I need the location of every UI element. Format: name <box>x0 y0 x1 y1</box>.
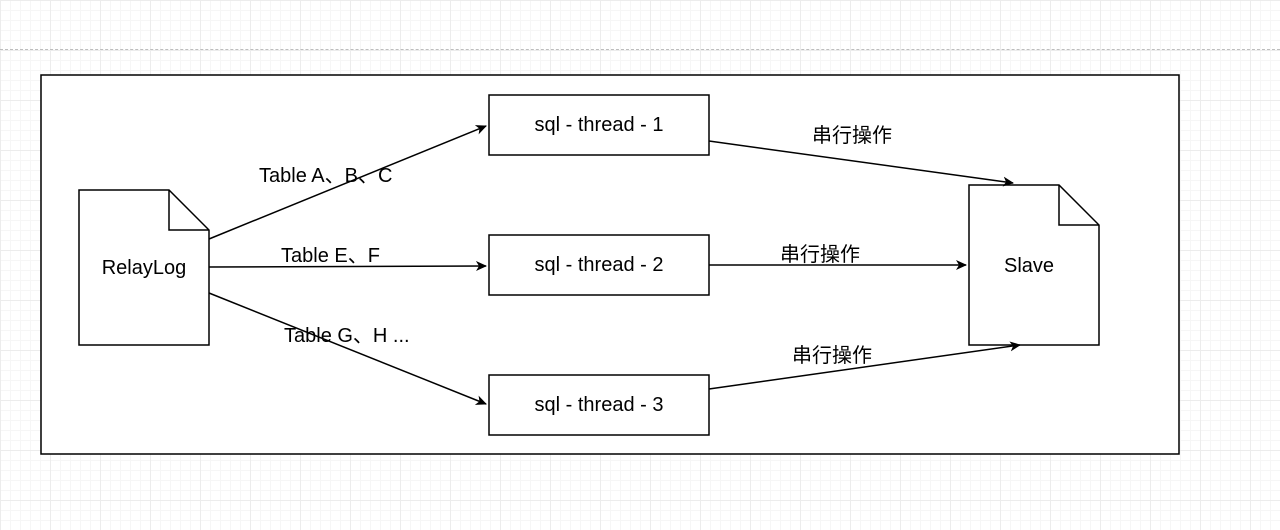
edge-label-serial-op-1: 串行操作 <box>812 125 892 147</box>
thread-2-node[interactable] <box>488 234 710 296</box>
thread-3-node[interactable] <box>488 374 710 436</box>
page-boundary-guide <box>0 49 1280 50</box>
edge-label-table-gh: Table G、H ... <box>284 325 410 347</box>
edge-label-table-abc: Table A、B、C <box>259 165 393 187</box>
relaylog-page-fold <box>168 190 209 231</box>
edge-label-table-ef: Table E、F <box>281 245 380 267</box>
slave-page-fold <box>1058 185 1099 226</box>
thread-1-node[interactable] <box>488 94 710 156</box>
edge-label-serial-op-2: 串行操作 <box>780 244 860 266</box>
slave-label: Slave <box>1003 255 1055 277</box>
edge-label-serial-op-3: 串行操作 <box>792 345 872 367</box>
relaylog-node[interactable] <box>78 189 210 346</box>
thread-2-label: sql - thread - 2 <box>534 254 664 276</box>
edge-relaylog-to-thread-3[interactable] <box>208 292 487 405</box>
thread-3-label: sql - thread - 3 <box>534 394 664 416</box>
relaylog-label: RelayLog <box>101 257 187 279</box>
edge-relaylog-to-thread-1[interactable] <box>208 125 487 240</box>
edge-thread-3-to-slave[interactable] <box>708 341 1021 390</box>
edge-thread-1-to-slave[interactable] <box>708 140 1014 187</box>
edge-relaylog-to-thread-2[interactable] <box>208 261 487 272</box>
thread-1-label: sql - thread - 1 <box>534 114 664 136</box>
